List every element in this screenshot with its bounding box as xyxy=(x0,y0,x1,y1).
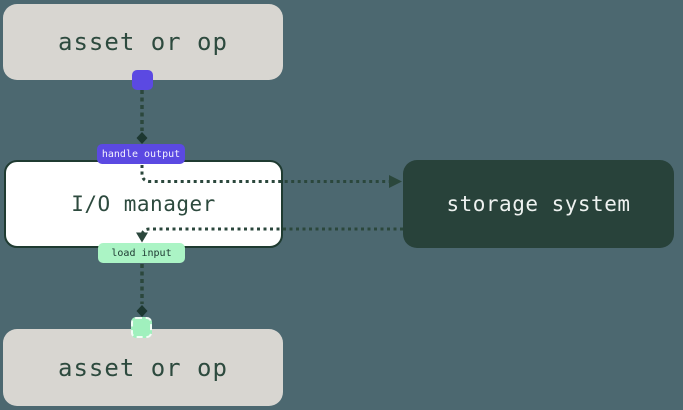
output-port-square xyxy=(132,70,153,90)
node-asset-or-op-top: asset or op xyxy=(3,4,283,80)
node-asset-or-op-bottom-label: asset or op xyxy=(58,353,228,382)
load-input-badge: load input xyxy=(98,243,185,263)
node-asset-or-op-bottom: asset or op xyxy=(3,329,283,406)
handle-output-badge: handle output xyxy=(97,144,185,164)
diamond-marker-bottom xyxy=(136,305,148,317)
node-io-manager: I/O manager xyxy=(4,160,283,248)
node-asset-or-op-top-label: asset or op xyxy=(58,28,228,56)
node-io-manager-label: I/O manager xyxy=(71,192,216,216)
diamond-marker-top xyxy=(136,132,148,144)
handle-output-badge-label: handle output xyxy=(101,148,181,160)
input-port-square xyxy=(131,317,152,338)
node-storage-system-label: storage system xyxy=(446,192,631,216)
load-input-badge-label: load input xyxy=(111,247,172,259)
node-storage-system: storage system xyxy=(403,160,674,248)
arrowhead-into-storage xyxy=(389,175,402,188)
